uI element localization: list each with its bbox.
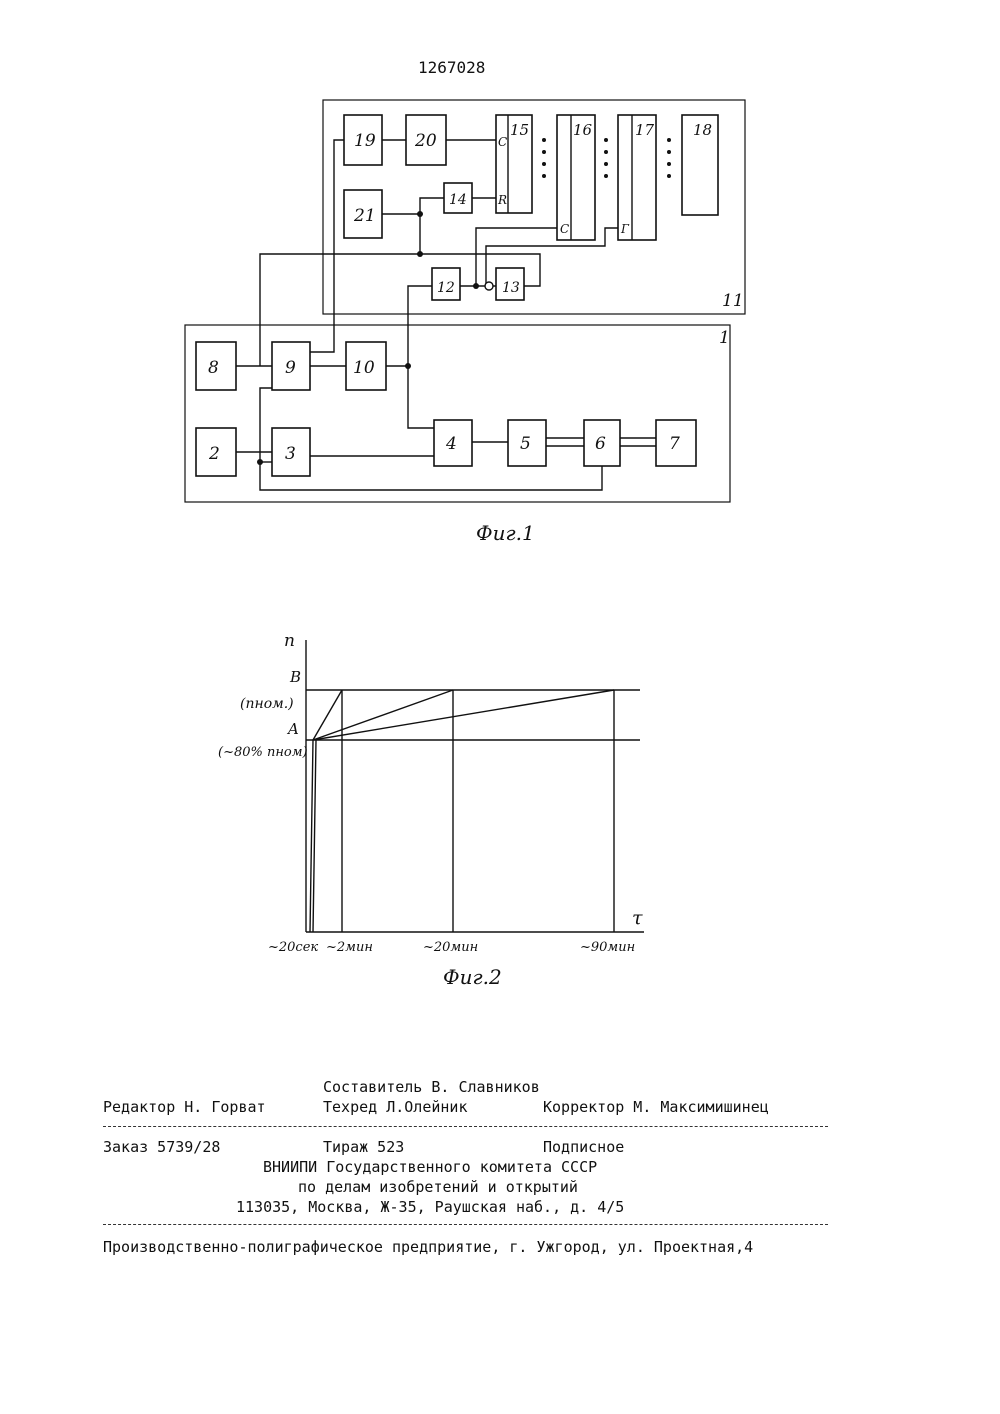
label-block-18: 18 [693, 121, 712, 139]
imprint-subscription: Подписное [543, 1138, 624, 1156]
imprint-order: Заказ 5739/28 [103, 1138, 220, 1156]
imprint-corrector: Корректор М. Максимишинец [543, 1098, 769, 1116]
label-block-4: 4 [445, 434, 457, 454]
label-block-19: 19 [354, 131, 376, 151]
divider [103, 1126, 828, 1127]
pin-g-17: Г [620, 222, 630, 236]
pin-c-16: C [560, 222, 569, 236]
label-block-15: 15 [510, 121, 529, 139]
label-block-9: 9 [285, 358, 296, 378]
imprint-compiler: Составитель В. Славников [323, 1078, 540, 1096]
label-block-17: 17 [635, 121, 655, 139]
y-axis-symbol: n [284, 631, 295, 651]
block-diagram-fig1: 1 2 3 4 5 6 7 8 9 10 11 12 13 14 15 16 1… [0, 0, 1000, 560]
x-axis-symbol: τ [632, 907, 643, 929]
label-block-10: 10 [353, 358, 375, 378]
label-block-1: 1 [719, 328, 730, 348]
tick-20sec: ~20сек [268, 940, 318, 955]
label-block-7: 7 [669, 434, 680, 454]
label-block-20: 20 [414, 131, 437, 151]
label-block-21: 21 [353, 206, 376, 226]
label-block-5: 5 [520, 434, 531, 454]
imprint-circulation: Тираж 523 [323, 1138, 404, 1156]
label-block-8: 8 [208, 358, 219, 378]
tick-20min: ~20мин [423, 940, 478, 955]
imprint-editor: Редактор Н. Горват [103, 1098, 266, 1116]
initial-rise [310, 740, 313, 932]
label-block-2: 2 [208, 444, 220, 464]
pin-r-15: R [497, 193, 507, 207]
frame-1 [185, 325, 730, 502]
label-block-13: 13 [502, 280, 520, 296]
label-block-12: 12 [437, 280, 455, 296]
label-block-11: 11 [722, 291, 744, 311]
level-b-label: B [289, 668, 301, 686]
fig1-caption: Фиг.1 [476, 521, 535, 545]
fig2-caption: Фиг.2 [443, 965, 502, 989]
series-20min [313, 690, 453, 740]
tick-2min: ~2мин [326, 940, 373, 955]
imprint-org-line2: по делам изобретений и открытий [298, 1178, 578, 1196]
series-90min [313, 690, 614, 740]
tick-90min: ~90мин [580, 940, 635, 955]
label-block-14: 14 [449, 192, 467, 208]
label-block-16: 16 [573, 121, 593, 139]
imprint-org-address: 113035, Москва, Ж-35, Раушская наб., д. … [236, 1198, 624, 1216]
imprint-printer: Производственно-полиграфическое предприя… [103, 1238, 753, 1256]
label-block-3: 3 [285, 444, 296, 464]
level-b-note: (nном.) [240, 696, 294, 712]
series-2min [313, 690, 342, 740]
level-a-label: A [286, 720, 299, 738]
imprint-techred: Техред Л.Олейник [323, 1098, 468, 1116]
label-block-6: 6 [595, 434, 606, 454]
level-a-note: (~80% nном) [218, 745, 308, 760]
imprint-org-line1: ВНИИПИ Государственного комитета СССР [263, 1158, 597, 1176]
pin-c-15: C [498, 135, 507, 149]
speed-time-chart-fig2: n τ B (nном.) A (~80% nном) ~20сек ~2мин… [0, 600, 1000, 1000]
divider [103, 1224, 828, 1225]
